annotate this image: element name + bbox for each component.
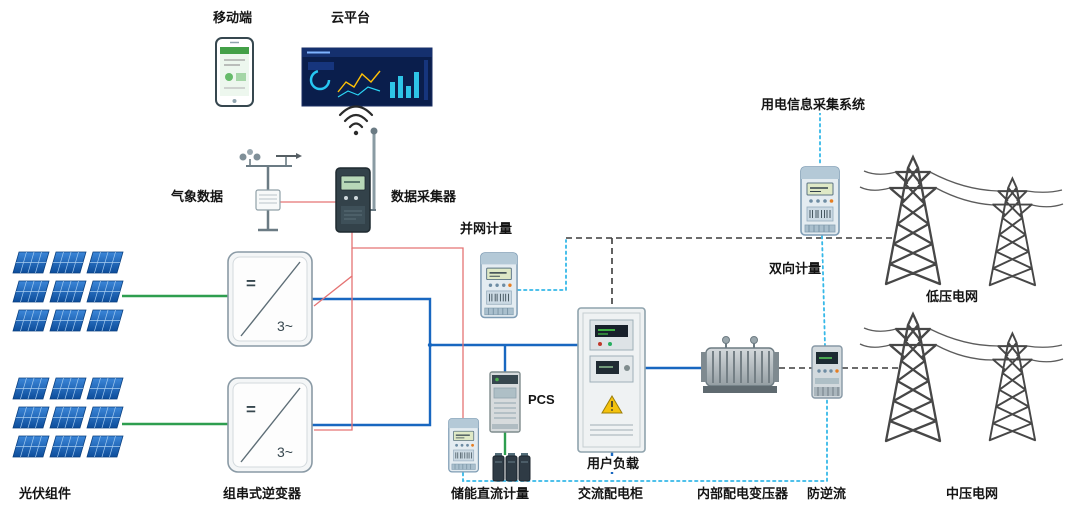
grid-dashed-lines [566,237,898,369]
storage-meter-device [448,418,480,473]
pv-array-2 [13,378,123,457]
mv-grid-towers [859,312,1064,443]
label-user-load: 用户负载 [586,456,641,472]
label-cloud: 云平台 [330,10,372,26]
anti-backflow-device [811,345,843,399]
wifi-icon [338,105,374,136]
pv-array-1 [13,252,123,331]
ac-symbol: 3~ [277,444,293,460]
label-pv: 光伏组件 [18,486,73,502]
label-grid-meter: 并网计量 [459,221,514,237]
ac-junction-dot [427,342,433,348]
label-weather: 气象数据 [170,189,225,205]
phone-mockup [215,37,254,107]
signal-lines [280,201,464,431]
data-collector [335,127,378,233]
label-mobile: 移动端 [212,10,254,26]
ac-distribution-cabinet [577,307,646,453]
label-anti-backflow: 防逆流 [806,486,848,502]
battery-pack [492,453,531,482]
pcs-cabinet [489,371,521,433]
label-collector: 数据采集器 [390,189,458,205]
label-inverter: 组串式逆变器 [222,486,303,502]
label-ac-cabinet: 交流配电柜 [577,486,645,502]
comm-dotted-lines [462,111,828,482]
string-inverter-1: = 3~ [227,251,313,347]
weather-station [239,149,302,232]
label-info-system: 用电信息采集系统 [760,97,867,113]
label-lv-grid: 低压电网 [925,289,980,305]
string-inverter-2: = 3~ [227,377,313,473]
lv-grid-towers [859,155,1064,287]
dc-symbol: = [246,400,256,419]
ac-symbol: 3~ [277,318,293,334]
grid-meter-device [480,252,518,319]
cloud-dashboard [301,47,433,107]
distribution-transformer [701,336,779,393]
dc-symbol: = [246,274,256,293]
label-mv-grid: 中压电网 [945,486,1000,502]
label-storage-meter: 储能直流计量 [450,486,531,502]
label-pcs: PCS [527,392,556,408]
label-bidirectional: 双向计量 [768,261,823,277]
label-transformer: 内部配电变压器 [696,486,790,502]
info-meter-device [800,166,840,236]
dc-power-lines [122,294,507,455]
